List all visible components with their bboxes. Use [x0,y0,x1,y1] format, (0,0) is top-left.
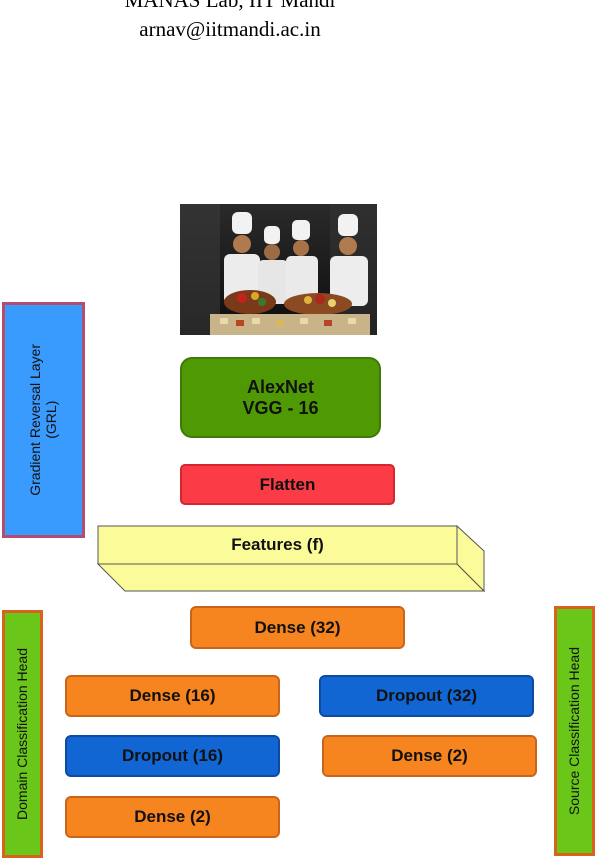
source-dropout-32-label: Dropout (32) [375,686,478,706]
source-head-block: Source Classification Head [554,606,595,856]
backbone-block: AlexNet VGG - 16 [180,357,381,438]
domain-head-label: Domain Classification Head [14,648,31,820]
grl-label: Gradient Reversal Layer [27,344,44,496]
flatten-label: Flatten [259,474,316,494]
source-dropout-32-block: Dropout (32) [319,675,534,717]
backbone-vgg-label: VGG - 16 [242,397,319,418]
flatten-block: Flatten [180,464,395,505]
domain-head-block: Domain Classification Head [2,610,43,858]
email-text: arnav@iitmandi.ac.in [139,17,321,41]
dense-32-block: Dense (32) [190,606,405,649]
input-image [180,204,377,335]
domain-dropout-16-label: Dropout (16) [121,746,224,766]
grl-block: Gradient Reversal Layer (GRL) [2,302,85,538]
domain-dropout-16-block: Dropout (16) [65,735,280,777]
affiliation-text: MANAS Lab, IIT Mandi [124,0,336,12]
source-head-label: Source Classification Head [566,646,583,816]
features-slab-shape [96,524,486,593]
backbone-alexnet-label: AlexNet [246,376,315,397]
features-label: Features (f) [231,535,324,554]
domain-dense-2-block: Dense (2) [65,796,280,838]
source-dense-2-label: Dense (2) [391,746,468,766]
domain-dense-2-label: Dense (2) [134,807,211,827]
domain-dense-16-label: Dense (16) [129,686,216,706]
features-block: Features (f) [96,524,488,594]
chefs-photo-icon [180,204,377,335]
grl-abbrev-label: (GRL) [43,400,60,440]
source-dense-2-block: Dense (2) [322,735,537,777]
domain-dense-16-block: Dense (16) [65,675,280,717]
dense-32-label: Dense (32) [254,617,341,637]
